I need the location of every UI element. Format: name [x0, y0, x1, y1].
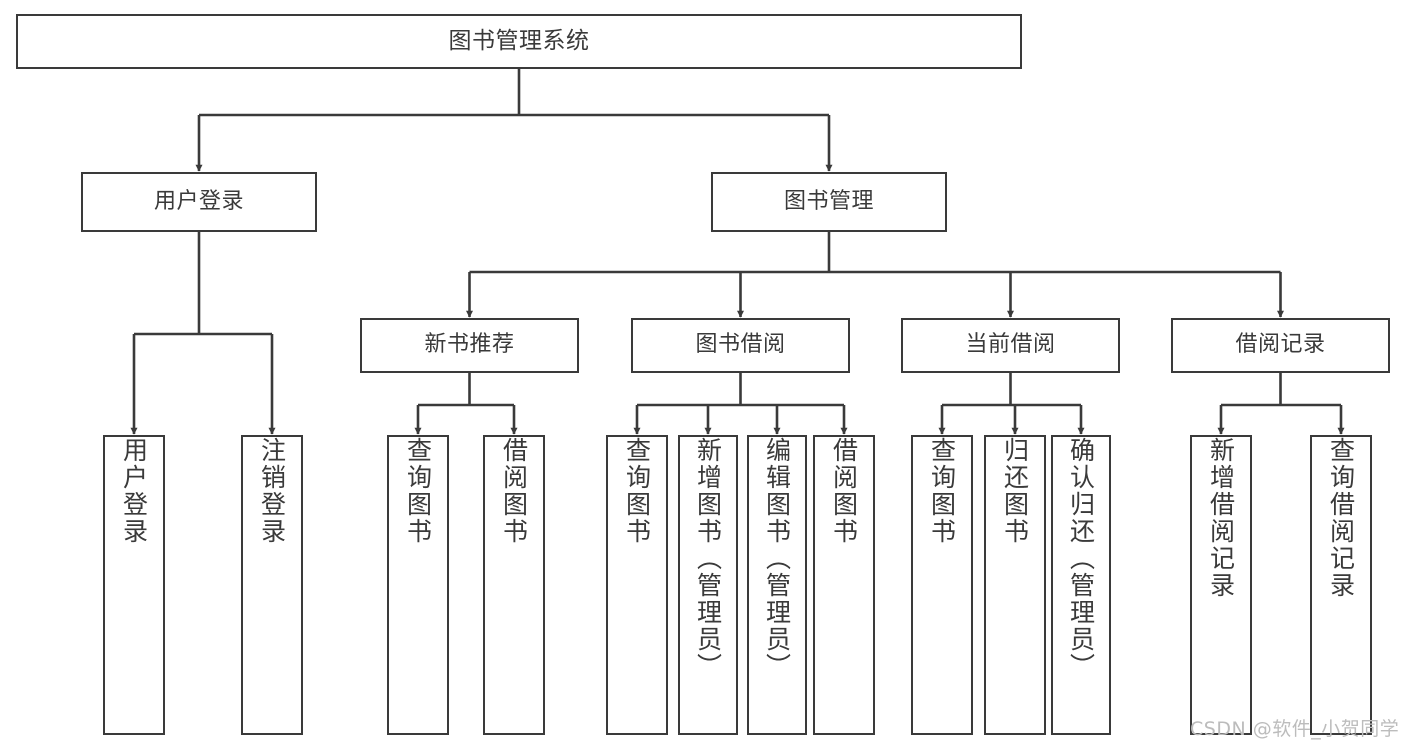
node-label-l_b1: 借阅图书: [499, 437, 529, 545]
node-l_return[interactable]: 归还图书: [984, 435, 1046, 735]
node-label-l_edit: 编辑图书（管理员）: [762, 437, 792, 680]
node-l_edit[interactable]: 编辑图书（管理员）: [747, 435, 807, 735]
node-label-l_logout: 注销登录: [257, 437, 287, 545]
node-label-l_add: 新增图书（管理员）: [693, 437, 723, 680]
node-l_addrec[interactable]: 新增借阅记录: [1190, 435, 1252, 735]
node-label-l_q2: 查询图书: [622, 437, 652, 545]
node-records[interactable]: 借阅记录: [1171, 318, 1390, 373]
node-newbook[interactable]: 新书推荐: [360, 318, 579, 373]
node-label-l_q3: 查询图书: [927, 437, 957, 545]
node-label-borrow: 图书借阅: [695, 332, 786, 358]
node-l_login[interactable]: 用户登录: [103, 435, 165, 735]
node-label-bookmgmt: 图书管理: [783, 188, 874, 214]
node-label-current: 当前借阅: [965, 332, 1056, 358]
node-l_b1[interactable]: 借阅图书: [483, 435, 545, 735]
node-l_q2[interactable]: 查询图书: [606, 435, 668, 735]
node-borrow[interactable]: 图书借阅: [631, 318, 850, 373]
node-label-records: 借阅记录: [1235, 332, 1326, 358]
node-label-l_login: 用户登录: [119, 437, 149, 545]
node-current[interactable]: 当前借阅: [901, 318, 1120, 373]
node-label-l_b2: 借阅图书: [829, 437, 859, 545]
node-l_confirm[interactable]: 确认归还（管理员）: [1051, 435, 1111, 735]
node-root[interactable]: 图书管理系统: [16, 14, 1022, 69]
node-l_b2[interactable]: 借阅图书: [813, 435, 875, 735]
node-label-l_addrec: 新增借阅记录: [1206, 437, 1236, 599]
node-label-l_qrec: 查询借阅记录: [1326, 437, 1356, 599]
node-label-login: 用户登录: [153, 188, 244, 214]
node-l_qrec[interactable]: 查询借阅记录: [1310, 435, 1372, 735]
watermark-label: CSDN @软件_小贺同学: [1190, 718, 1400, 740]
node-label-l_return: 归还图书: [1000, 437, 1030, 545]
node-label-l_confirm: 确认归还（管理员）: [1066, 437, 1096, 680]
node-label-l_q1: 查询图书: [403, 437, 433, 545]
node-bookmgmt[interactable]: 图书管理: [711, 172, 947, 232]
node-l_add[interactable]: 新增图书（管理员）: [678, 435, 738, 735]
node-l_q3[interactable]: 查询图书: [911, 435, 973, 735]
node-l_q1[interactable]: 查询图书: [387, 435, 449, 735]
node-l_logout[interactable]: 注销登录: [241, 435, 303, 735]
node-login[interactable]: 用户登录: [81, 172, 317, 232]
node-label-root: 图书管理系统: [448, 27, 590, 54]
node-label-newbook: 新书推荐: [424, 332, 515, 358]
